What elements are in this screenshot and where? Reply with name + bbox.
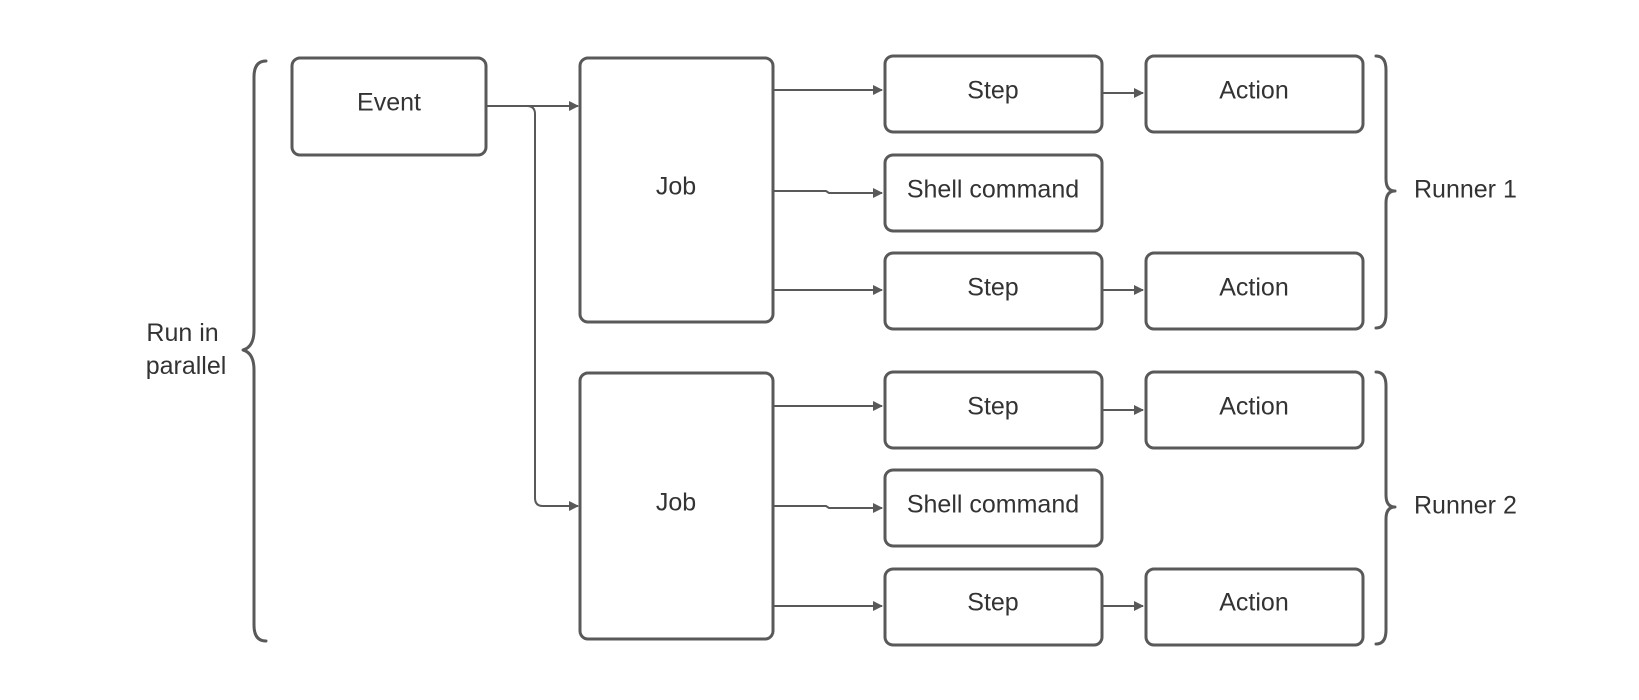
edge-job-1-shell <box>773 188 883 198</box>
action-label: Action <box>1219 393 1288 421</box>
action-node <box>1144 370 1365 450</box>
step-label: Step <box>967 274 1018 302</box>
action-label: Action <box>1219 77 1288 105</box>
action-label: Action <box>1219 589 1288 617</box>
parallel-label-line-1: Run in <box>146 319 218 347</box>
job-1-label: Job <box>656 173 696 201</box>
step-label: Step <box>967 589 1018 617</box>
event-label: Event <box>357 89 421 117</box>
shell-command-node <box>883 468 1104 548</box>
parallel-label-line-2: parallel <box>146 352 227 380</box>
action-node <box>1144 54 1365 134</box>
shell-command-label: Shell command <box>907 491 1079 519</box>
runner-1-brace <box>1374 54 1397 330</box>
runner-1-label: Runner 1 <box>1414 176 1517 204</box>
shell-command-node <box>883 153 1104 233</box>
runner-2-brace <box>1374 370 1397 646</box>
edge-event-job-2 <box>486 105 579 511</box>
step-label: Step <box>967 393 1018 421</box>
runner-2-label: Runner 2 <box>1414 492 1517 520</box>
parallel-brace <box>241 59 268 643</box>
action-label: Action <box>1219 274 1288 302</box>
parallel-label: Run in parallel <box>146 319 227 380</box>
action-node <box>1144 567 1365 647</box>
job-2-label: Job <box>656 489 696 517</box>
action-node <box>1144 251 1365 331</box>
step-label: Step <box>967 77 1018 105</box>
edge-job-2-shell <box>773 503 883 513</box>
shell-command-label: Shell command <box>907 176 1079 204</box>
